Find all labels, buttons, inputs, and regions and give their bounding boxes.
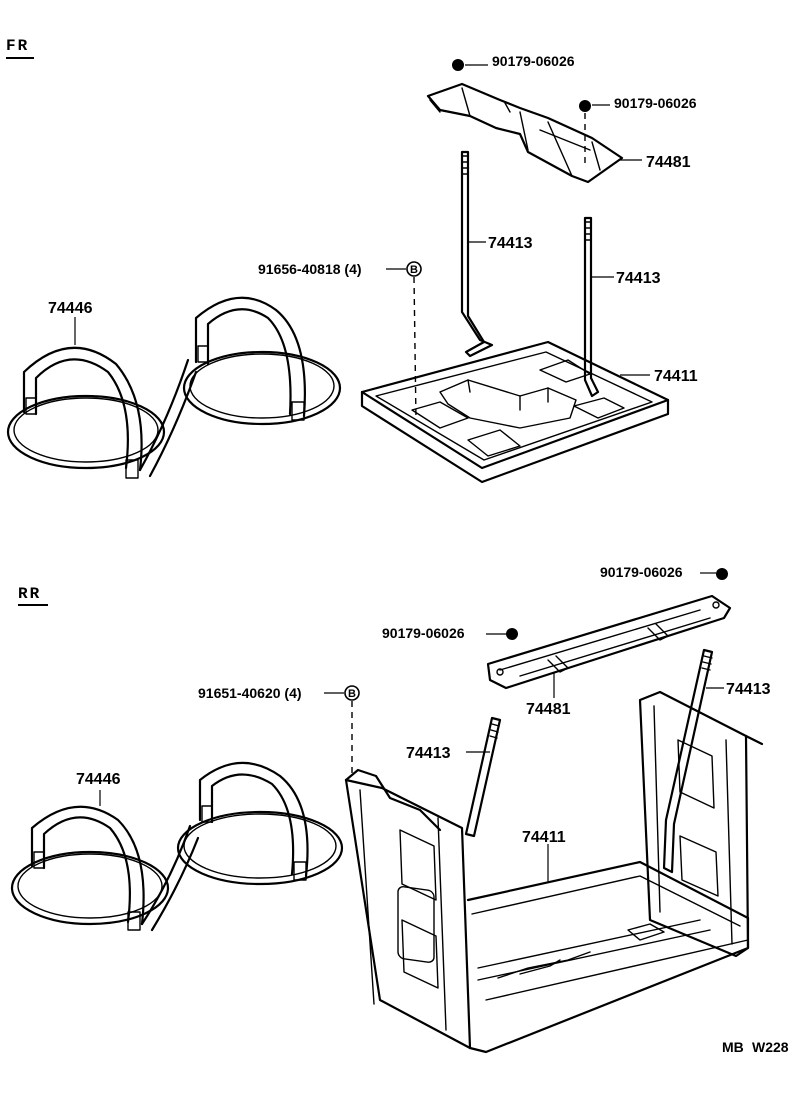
rear-rod-left-label: 74413 <box>406 745 451 762</box>
rear-clamp-drawing <box>486 594 732 690</box>
front-nut-second-icon <box>579 100 610 165</box>
section-label-front: FR <box>6 37 29 55</box>
front-tray-drawing <box>360 340 670 484</box>
rear-tray-label: 74411 <box>522 829 566 846</box>
rear-nut-right-icon <box>700 568 728 580</box>
rear-bolt-badge-icon: B <box>344 685 360 701</box>
front-nut-second-label: 90179-06026 <box>614 95 697 111</box>
rear-clamp-label: 74481 <box>526 701 571 718</box>
front-rod-left-drawing <box>460 150 494 358</box>
rear-strap-drawing <box>10 761 344 932</box>
rear-section: RR 90179-06026 90179-06026 74481 <box>10 564 771 1054</box>
front-rod-right-drawing <box>583 216 600 398</box>
front-strap-drawing <box>6 296 342 479</box>
rear-nut-left-icon <box>486 628 518 640</box>
section-label-rear: RR <box>18 585 41 603</box>
rear-strap-label: 74446 <box>76 771 121 788</box>
front-section: FR 90179-06026 90179-06026 74481 74 <box>6 37 698 484</box>
rear-tray-drawing <box>344 690 764 1054</box>
front-clamp-label: 74481 <box>646 154 691 171</box>
rear-bolt-badge-text: B <box>348 688 356 700</box>
footer-code-a: MB <box>722 1039 744 1055</box>
footer-code-b: W228 <box>752 1039 789 1055</box>
front-bolt-dashline <box>413 276 417 421</box>
front-strap-label: 74446 <box>48 300 93 317</box>
front-rod-left-label: 74413 <box>488 235 533 252</box>
rear-bolt-label: 91651-40620 (4) <box>198 685 302 701</box>
front-rod-right-label: 74413 <box>616 270 661 287</box>
rear-nut-right-label: 90179-06026 <box>600 564 683 580</box>
front-nut-top-icon <box>452 59 488 71</box>
front-bolt-label: 91656-40818 (4) <box>258 261 362 277</box>
front-bolt-badge-text: B <box>410 264 418 276</box>
rear-rod-right-drawing <box>662 648 714 874</box>
front-bolt-badge-icon: B <box>406 261 422 277</box>
front-tray-label: 74411 <box>654 368 698 385</box>
rear-rod-left-drawing <box>464 716 502 838</box>
front-clamp-drawing <box>426 82 624 184</box>
front-nut-top-label: 90179-06026 <box>492 53 575 69</box>
rear-rod-right-label: 74413 <box>726 681 771 698</box>
rear-nut-left-label: 90179-06026 <box>382 625 465 641</box>
